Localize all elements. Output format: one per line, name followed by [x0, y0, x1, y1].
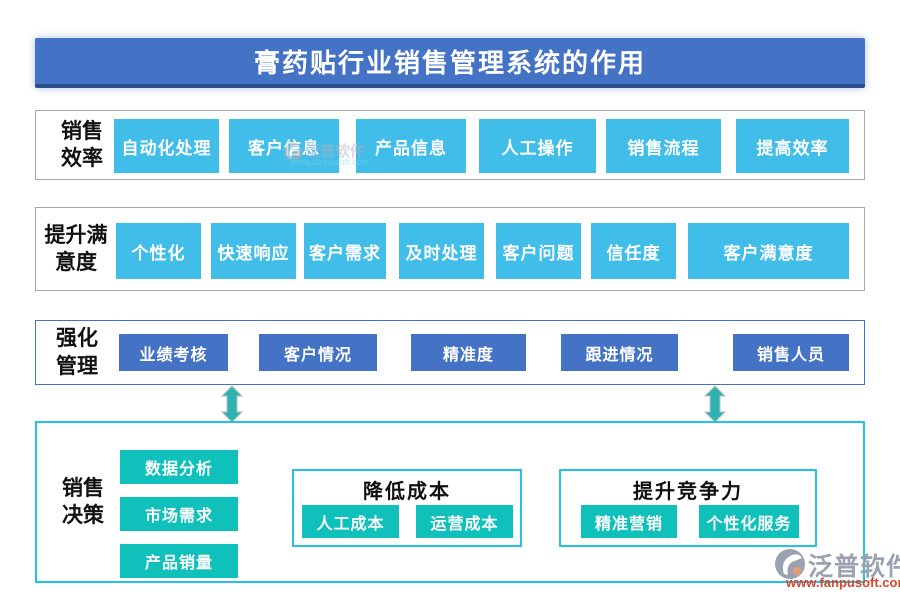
page-title: 膏药贴行业销售管理系统的作用	[253, 48, 646, 78]
node-customer-info[interactable]: 客户信息	[229, 119, 339, 173]
diagram-title-bar: 膏药贴行业销售管理系统的作用	[35, 38, 865, 88]
node-customer-satisfaction[interactable]: 客户满意度	[688, 223, 849, 279]
node-trust[interactable]: 信任度	[591, 223, 676, 279]
node-improve-efficiency[interactable]: 提高效率	[736, 119, 849, 173]
fanpu-logo: 泛普软件 www.fanpusoft.com	[772, 546, 900, 592]
node-data-analysis[interactable]: 数据分析	[120, 450, 238, 484]
fanpu-logo-name: 泛普软件	[808, 554, 900, 581]
group-cost-reduction: 降低成本 人工成本 运营成本	[292, 469, 522, 547]
section-label-satisfaction: 提升满 意度	[44, 222, 108, 274]
node-followup-status[interactable]: 跟进情况	[561, 334, 678, 371]
section-management: 强化 管理 业绩考核 客户情况 精准度 跟进情况 销售人员	[35, 320, 865, 385]
node-product-sales[interactable]: 产品销量	[120, 544, 238, 578]
section-satisfaction: 提升满 意度 个性化 快速响应 客户需求 及时处理 客户问题 信任度 客户满意度	[35, 207, 865, 291]
group-competitiveness: 提升竞争力 精准营销 个性化服务	[559, 469, 817, 547]
fanpu-logo-icon	[775, 549, 805, 579]
node-customer-status[interactable]: 客户情况	[259, 334, 377, 371]
node-precision-marketing[interactable]: 精准营销	[581, 505, 677, 538]
section-label-sales-efficiency: 销售 效率	[61, 118, 103, 170]
node-operating-cost[interactable]: 运营成本	[416, 505, 513, 538]
node-timely-handling[interactable]: 及时处理	[399, 223, 484, 279]
node-sales-process[interactable]: 销售流程	[606, 119, 721, 173]
group-title-cost-reduction: 降低成本	[363, 481, 451, 503]
node-auto-processing[interactable]: 自动化处理	[114, 119, 219, 173]
section-label-management: 强化 管理	[56, 326, 98, 378]
section-sales-decision: 销售 决策 数据分析 市场需求 产品销量 降低成本 人工成本 运营成本 提升竞争…	[35, 421, 865, 583]
group-title-competitiveness: 提升竞争力	[633, 481, 743, 503]
double-arrow-connector-left	[220, 385, 244, 423]
node-sales-staff[interactable]: 销售人员	[733, 334, 849, 371]
double-arrow-connector-right	[703, 385, 727, 423]
node-market-demand[interactable]: 市场需求	[120, 497, 238, 531]
node-customer-issues[interactable]: 客户问题	[496, 223, 581, 279]
node-personalization[interactable]: 个性化	[116, 223, 201, 279]
section-sales-efficiency: 销售 效率 自动化处理 客户信息 产品信息 人工操作 销售流程 提高效率	[35, 110, 865, 180]
node-personalized-service[interactable]: 个性化服务	[699, 505, 799, 538]
fanpu-logo-url: www.fanpusoft.com	[786, 575, 900, 590]
section-label-sales-decision: 销售 决策	[62, 475, 104, 527]
node-customer-needs[interactable]: 客户需求	[304, 223, 386, 279]
node-accuracy[interactable]: 精准度	[411, 334, 526, 371]
node-performance-review[interactable]: 业绩考核	[119, 334, 228, 371]
node-quick-response[interactable]: 快速响应	[211, 223, 296, 279]
node-product-info[interactable]: 产品信息	[356, 119, 466, 173]
node-labor-cost[interactable]: 人工成本	[302, 505, 399, 538]
node-manual-operation[interactable]: 人工操作	[479, 119, 596, 173]
